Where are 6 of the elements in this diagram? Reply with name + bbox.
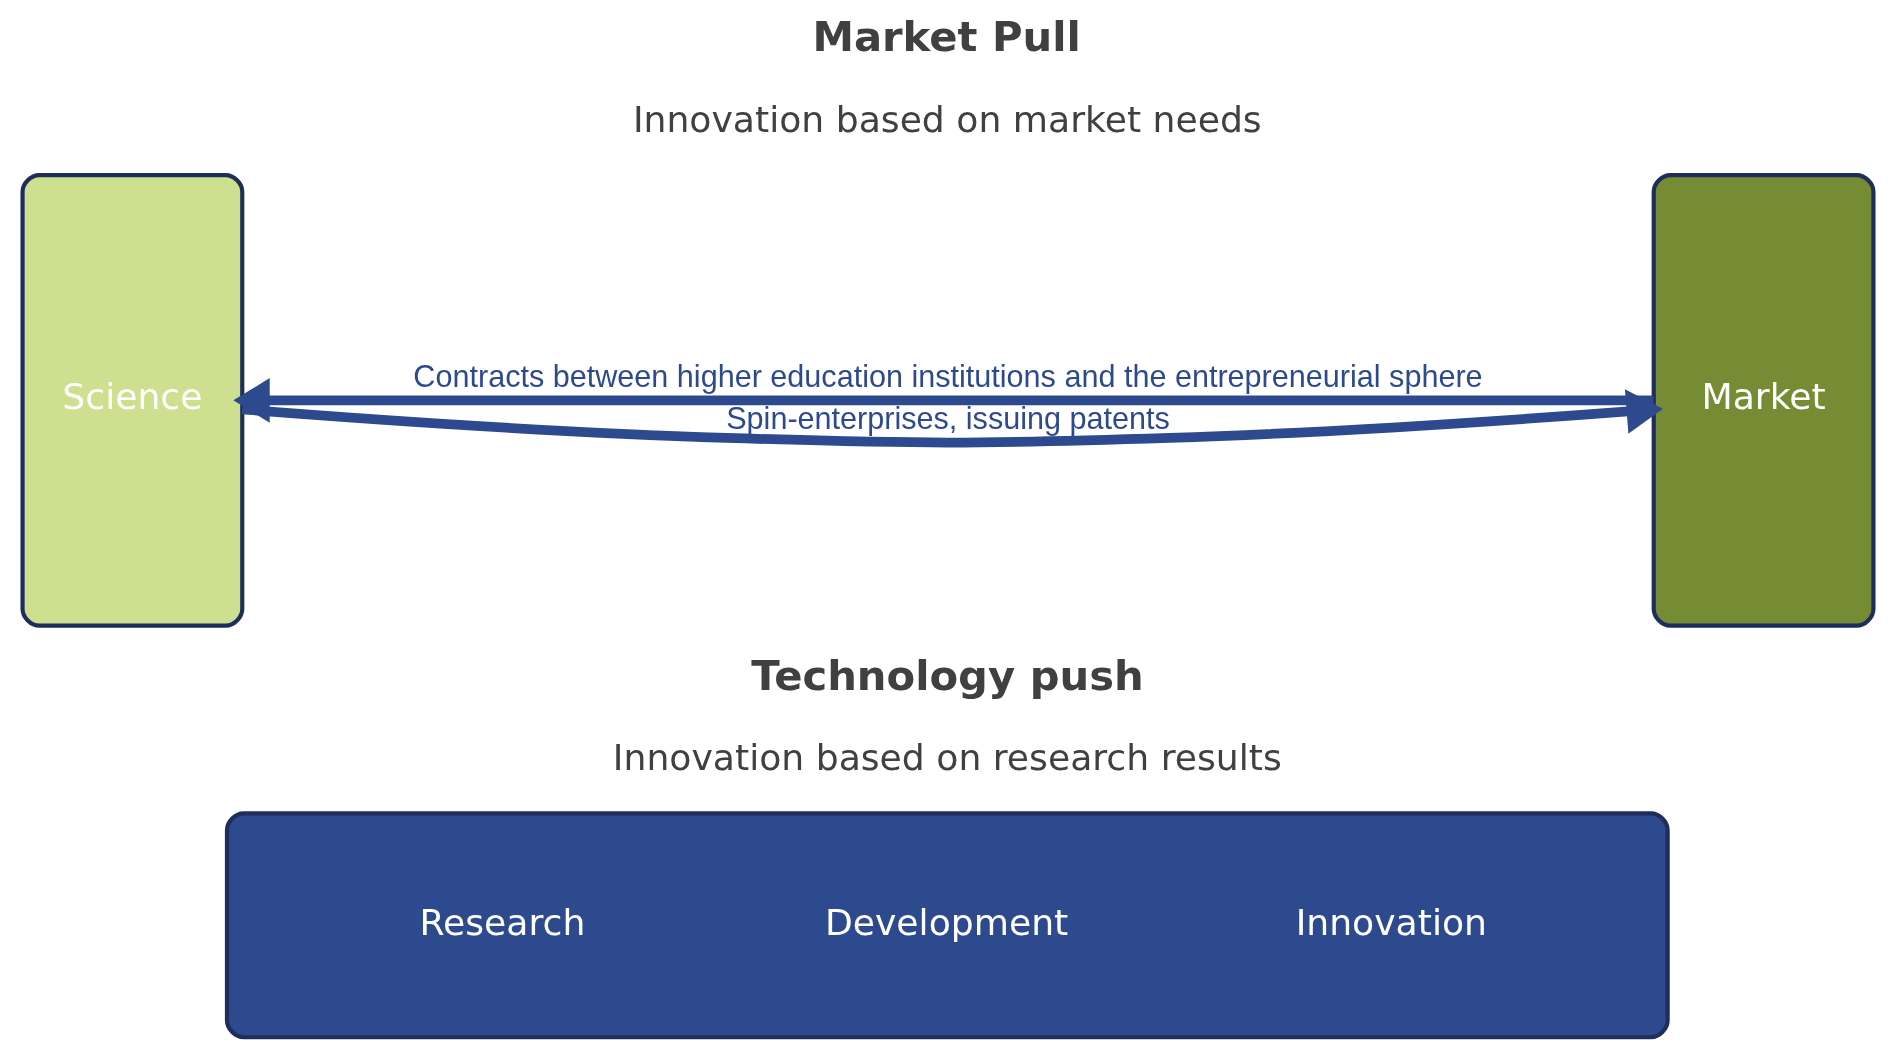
label: Innovation based on market needs [632,97,1262,141]
label: Market Pull [811,12,1081,62]
label: Technology push [750,650,1144,700]
label: Innovation based on research results [612,735,1282,779]
edge-label: Spin-enterprises, issuing patents [725,400,1170,435]
edge-label: Contracts between higher education institutions and the entrepreneurial sphere [412,359,1483,394]
